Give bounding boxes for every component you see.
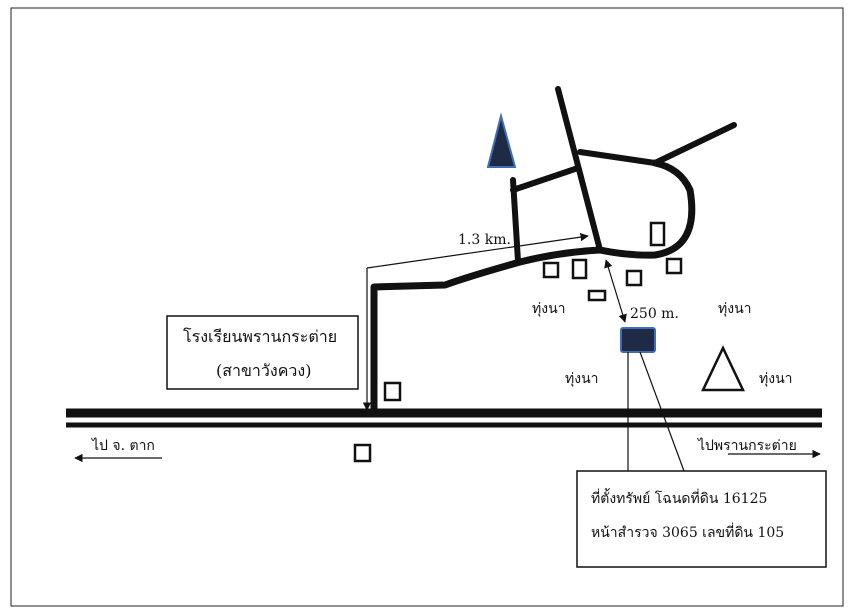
field-label: ทุ่งนา [565, 371, 599, 387]
property-deed-label: ที่ตั้งทรัพย์ โฉนดที่ดิน 16125 [591, 488, 767, 507]
property-info-box [576, 470, 827, 568]
direction-arrows [74, 449, 821, 463]
property-marker-icon [620, 327, 656, 353]
field-label: ทุ่งนา [532, 301, 566, 317]
direction-tak-label: ไป จ. ตาก [91, 437, 155, 454]
distance-road-arrow [362, 232, 589, 411]
village-streets [510, 86, 737, 264]
school-name: โรงเรียนพรานกระต่าย [183, 327, 337, 346]
main-highway [66, 408, 822, 428]
property-survey-label: หน้าสำรวจ 3065 เลขที่ดิน 105 [591, 523, 784, 541]
building-icon [649, 221, 666, 247]
property-pointer [627, 351, 685, 483]
school-branch: (สาขาวังควง) [216, 361, 311, 380]
building-icon [665, 257, 683, 275]
building-icon [625, 269, 643, 287]
school-box [166, 315, 359, 390]
village-road [370, 159, 696, 414]
field-label: ทุ่งนา [759, 371, 793, 387]
building-icon [353, 443, 372, 463]
north-arrow-icon [486, 112, 517, 168]
building-icon [383, 381, 402, 402]
landmark-triangle-icon [701, 345, 745, 392]
building-icon [587, 289, 607, 302]
building-icon [571, 258, 588, 280]
buildings [353, 221, 683, 463]
distance-property-label: 250 m. [630, 306, 679, 322]
building-icon [542, 261, 560, 279]
field-label: ทุ่งนา [718, 301, 752, 317]
distance-property-arrow [604, 259, 627, 323]
map-frame [10, 7, 844, 607]
direction-phran-kratai-label: ไปพรานกระต่าย [697, 437, 797, 454]
distance-road-label: 1.3 km. [458, 232, 511, 248]
